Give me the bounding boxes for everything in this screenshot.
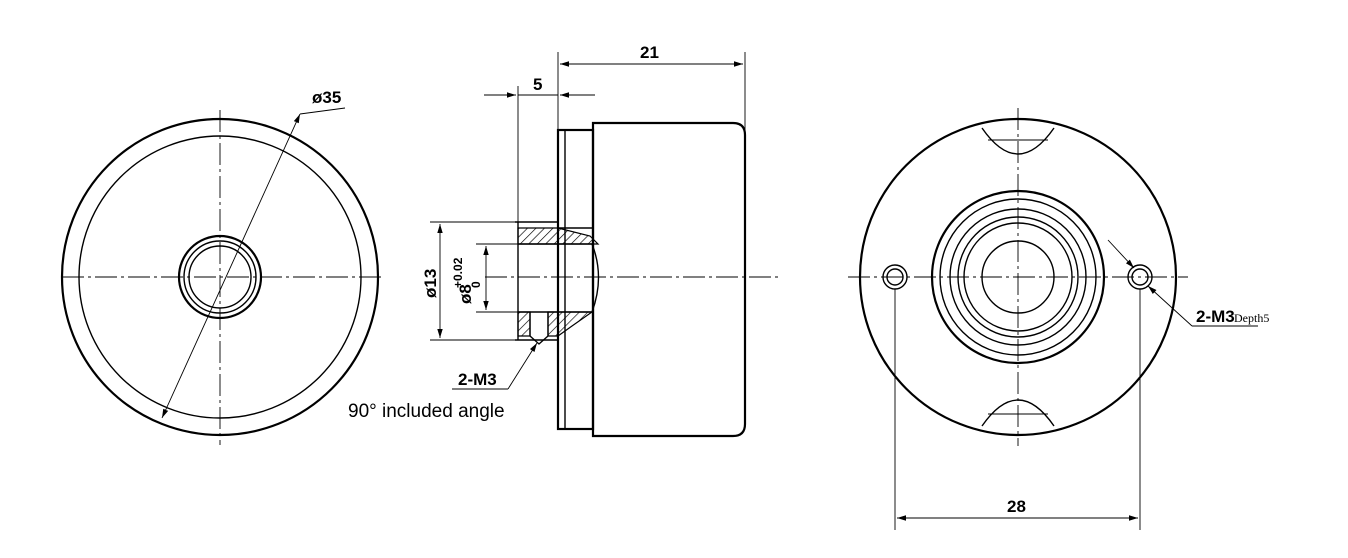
front-diameter-label: ø35 bbox=[312, 88, 341, 107]
side-hatch-upper bbox=[517, 227, 600, 245]
rear-thread-arrow-in bbox=[1107, 239, 1135, 269]
front-view: ø35 bbox=[60, 88, 385, 445]
rear-dim-28-label: 28 bbox=[1007, 497, 1026, 516]
rear-thread-leader bbox=[1147, 285, 1193, 327]
side-dim-8-tol-upper: +0.02 bbox=[451, 257, 465, 288]
side-view: 21 5 ø13 ø8 +0.02 0 2-M3 90° included an… bbox=[348, 43, 782, 438]
side-hatch-lower-right bbox=[547, 311, 594, 337]
side-angle-note: 90° included angle bbox=[348, 401, 505, 422]
side-dim-21-label: 21 bbox=[640, 43, 659, 62]
side-main-body bbox=[591, 121, 747, 438]
side-thread-label: 2-M3 bbox=[458, 370, 497, 389]
side-thread-leader bbox=[507, 342, 538, 390]
front-diameter-dim-line bbox=[161, 113, 301, 419]
side-flange bbox=[556, 128, 595, 431]
rear-view: 2-M3 Depth5 28 bbox=[848, 108, 1269, 530]
side-dim-5-label: 5 bbox=[533, 75, 542, 94]
side-dim-13-label: ø13 bbox=[421, 269, 440, 298]
front-diameter-leader bbox=[299, 107, 346, 115]
side-bore-outline bbox=[518, 243, 600, 313]
side-boss-top bbox=[515, 221, 593, 229]
side-tapped-hole bbox=[529, 312, 549, 345]
side-dim-8-tol-lower: 0 bbox=[469, 281, 483, 288]
rear-thread-depth: Depth5 bbox=[1234, 311, 1269, 325]
rear-thread-label: 2-M3 bbox=[1196, 307, 1235, 326]
side-hatch-lower-left bbox=[517, 311, 531, 337]
side-dim-8-label: ø8 bbox=[456, 284, 475, 304]
